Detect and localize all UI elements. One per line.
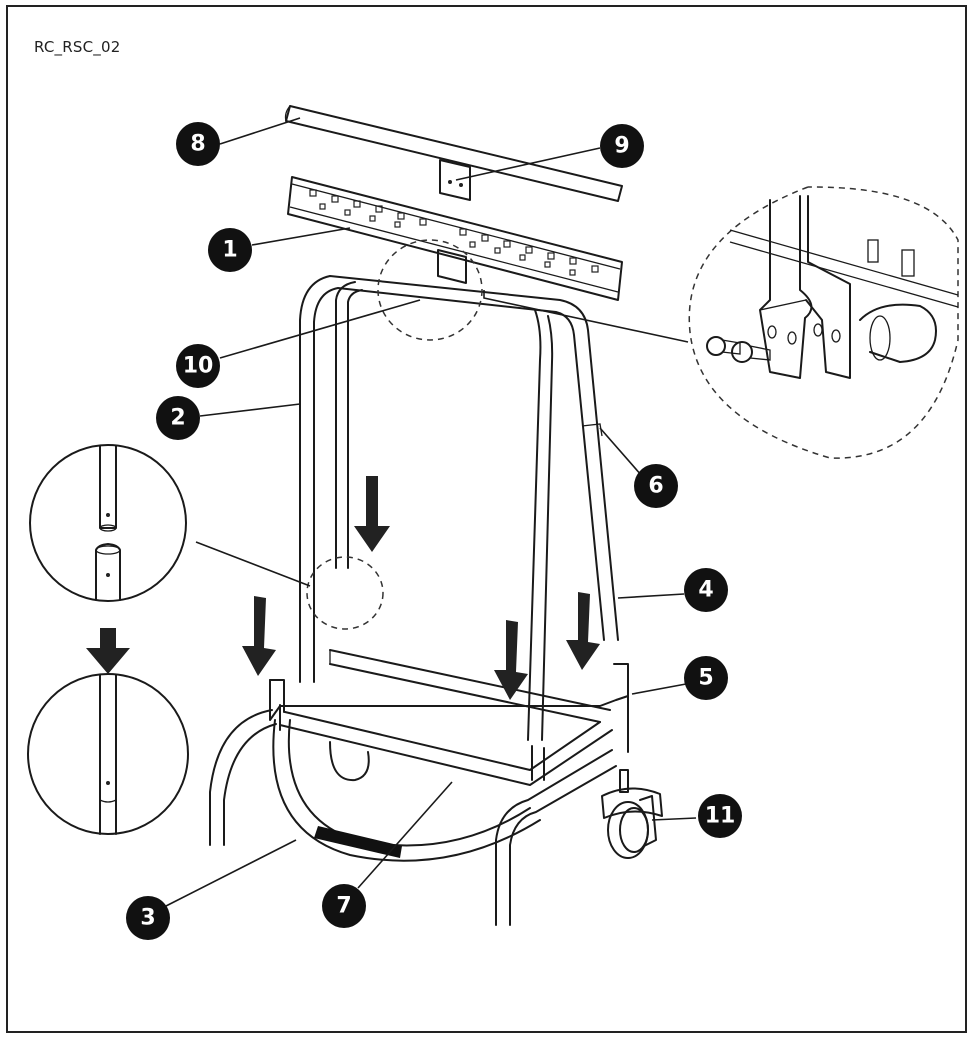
document-code: RC_RSC_02	[34, 38, 121, 56]
svg-text:2: 2	[170, 406, 185, 431]
svg-text:4: 4	[698, 578, 713, 603]
part-frame-arch	[299, 275, 619, 741]
callout-2: 2	[156, 396, 200, 440]
detail-joint-after	[27, 673, 189, 835]
part-top-bar	[284, 105, 623, 202]
arrow-joint-down	[86, 628, 130, 674]
part-perforated-panel	[287, 176, 623, 301]
callout-8: 8	[176, 122, 220, 166]
svg-text:5: 5	[698, 666, 713, 691]
arrow-rear-right-down	[494, 620, 528, 700]
detail-bracket-zoom	[706, 195, 959, 379]
callout-7: 7	[322, 884, 366, 928]
svg-text:11: 11	[705, 804, 736, 829]
detail-joint-leader	[195, 541, 311, 587]
insertion-arrows	[86, 476, 600, 700]
part-caster-wheel	[601, 769, 663, 859]
callout-11: 11	[698, 794, 742, 838]
leader-lines	[165, 117, 697, 907]
svg-text:1: 1	[222, 238, 237, 263]
svg-text:3: 3	[140, 906, 155, 931]
detail-marker-joint	[306, 556, 384, 630]
arrow-front-right-down	[566, 592, 600, 670]
callout-3: 3	[126, 896, 170, 940]
svg-text:8: 8	[190, 132, 205, 157]
callout-10: 10	[176, 344, 220, 388]
callout-5: 5	[684, 656, 728, 700]
svg-text:9: 9	[614, 134, 629, 159]
svg-text:10: 10	[183, 354, 214, 379]
svg-text:7: 7	[336, 894, 351, 919]
arrow-rear-left-down	[354, 476, 390, 552]
detail-joint-before	[29, 444, 187, 602]
detail-zoom-bracket	[688, 186, 959, 459]
grip-handle	[314, 826, 402, 858]
arrow-front-left-down	[242, 596, 276, 676]
callout-9: 9	[600, 124, 644, 168]
svg-text:6: 6	[648, 474, 663, 499]
callout-1: 1	[208, 228, 252, 272]
detail-marker-top	[377, 239, 483, 341]
diagram-frame	[6, 5, 967, 1033]
part-base-frame	[209, 649, 629, 926]
callout-6: 6	[634, 464, 678, 508]
callout-4: 4	[684, 568, 728, 612]
